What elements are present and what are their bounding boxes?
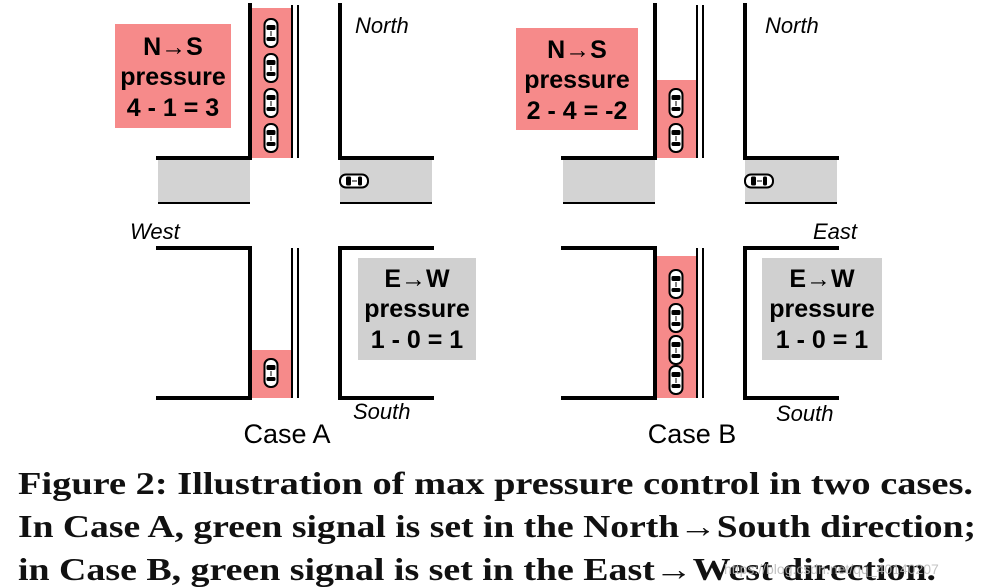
case-b-west-lane (563, 158, 655, 203)
case-a-ew-label: pressure (364, 295, 470, 323)
case-b-ew-pressure-box (762, 258, 882, 360)
car-icon (263, 18, 279, 48)
case-b-se-curb (743, 246, 839, 400)
case-a-ns-label: pressure (120, 63, 226, 91)
caption-line-2: In Case A, green signal is set in the No… (18, 508, 976, 544)
car-icon (744, 173, 774, 189)
car-icon (263, 53, 279, 83)
case-b-south-label: South (776, 401, 834, 426)
case-a-ew-pressure-box (358, 258, 476, 360)
case-b-diagram: N→S pressure 2 - 4 = -2 E→W pressure 1 -… (516, 3, 882, 449)
case-a-west-lane (158, 158, 250, 203)
case-a-south-label: South (353, 399, 411, 424)
case-a-ew-value: 1 - 0 = 1 (371, 326, 464, 354)
case-b-ns-value: 2 - 4 = -2 (527, 97, 628, 125)
car-icon (263, 358, 279, 388)
car-icon (668, 303, 684, 333)
case-b-nw-curb (561, 3, 657, 160)
car-icon (668, 123, 684, 153)
car-icon (668, 335, 684, 365)
watermark: https://blog.csdn.net/qq_40140207 (724, 561, 939, 577)
case-a-ns-pressure-box (115, 24, 231, 128)
case-a-ew-title: E→W (384, 265, 450, 293)
car-icon (668, 269, 684, 299)
case-b-ns-label: pressure (524, 66, 630, 94)
case-a-ns-value: 4 - 1 = 3 (127, 94, 219, 122)
case-a-label: Case A (243, 419, 330, 449)
case-b-sw-curb (561, 246, 657, 400)
car-icon (668, 88, 684, 118)
car-icon (263, 88, 279, 118)
case-a-west-label: West (130, 219, 181, 244)
case-b-ew-label: pressure (769, 295, 875, 323)
caption-line-1: Figure 2: Illustration of max pressure c… (18, 465, 973, 501)
case-b-east-label: East (813, 219, 858, 244)
case-b-north-label: North (765, 13, 819, 38)
case-a-nw-curb (156, 3, 252, 160)
case-b-ns-pressure-box (516, 28, 638, 130)
case-a-north-label: North (355, 13, 409, 38)
case-a-ns-title: N→S (143, 33, 203, 61)
case-b-ne-curb (743, 3, 839, 160)
case-a-se-curb (338, 246, 434, 400)
case-a-diagram: N→S pressure 4 - 1 = 3 E→W pressure 1 - … (115, 3, 476, 449)
case-b-ns-title: N→S (547, 36, 607, 64)
car-icon (263, 123, 279, 153)
car-icon (339, 173, 369, 189)
caption-line-3: in Case B, green signal is set in the Ea… (18, 551, 936, 587)
case-b-label: Case B (648, 419, 737, 449)
car-icon (668, 365, 684, 395)
case-a-sw-curb (156, 246, 252, 400)
case-b-ew-value: 1 - 0 = 1 (776, 326, 869, 354)
case-b-ew-title: E→W (789, 265, 855, 293)
figure-caption: Figure 2: Illustration of max pressure c… (18, 465, 976, 587)
case-a-ne-curb (338, 3, 434, 160)
